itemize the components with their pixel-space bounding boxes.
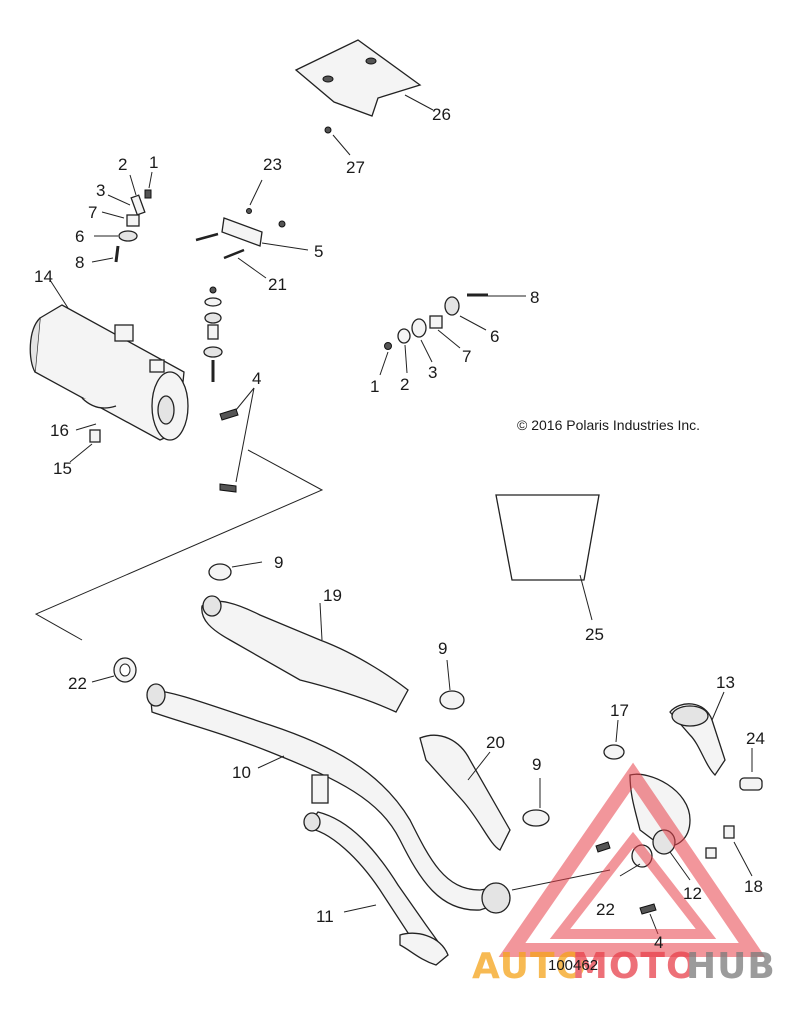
gasket-left xyxy=(113,657,137,683)
mount-hardware-upper-left xyxy=(114,189,152,263)
callout-13: 13 xyxy=(716,673,735,692)
watermark-hub: HUB xyxy=(686,946,776,987)
callout-5: 5 xyxy=(314,242,323,261)
mount-hardware-right xyxy=(384,293,488,350)
bracket xyxy=(195,208,286,260)
callout-9-upper: 9 xyxy=(274,553,283,572)
callout-14: 14 xyxy=(34,267,53,286)
spring-upper xyxy=(219,408,239,421)
callout-18: 18 xyxy=(744,877,763,896)
head-pipe xyxy=(146,683,511,914)
clamp-lower xyxy=(522,809,550,827)
callout-11: 11 xyxy=(316,907,334,926)
spring-lower-left xyxy=(595,841,611,853)
callout-2-upper: 2 xyxy=(118,155,127,174)
spring-middle xyxy=(219,483,237,493)
seal-ring-17 xyxy=(603,744,625,760)
callout-20: 20 xyxy=(486,733,505,752)
callout-4-lower: 4 xyxy=(654,933,663,952)
fastener-27 xyxy=(324,126,332,134)
clamp-middle xyxy=(439,690,465,710)
watermark-auto: AUTO xyxy=(472,946,587,987)
watermark-moto: MOTO xyxy=(572,946,698,987)
plug-24 xyxy=(739,777,763,791)
callout-12: 12 xyxy=(683,884,702,903)
callout-1-right: 1 xyxy=(370,377,379,396)
heat-shield-20 xyxy=(419,734,511,851)
copyright-notice: © 2016 Polaris Industries Inc. xyxy=(517,417,700,433)
callout-8-right: 8 xyxy=(530,288,539,307)
callout-24: 24 xyxy=(746,729,765,748)
label-sticker xyxy=(495,494,600,581)
isolator-stack xyxy=(203,286,223,382)
heat-shield-19 xyxy=(201,595,409,713)
clamp-upper xyxy=(208,563,232,581)
callout-15: 15 xyxy=(53,459,72,478)
callout-17: 17 xyxy=(610,701,629,720)
callout-7-upper: 7 xyxy=(88,203,97,222)
callout-4-upper: 4 xyxy=(252,369,261,388)
callout-1-upper: 1 xyxy=(149,153,158,172)
screw-15 xyxy=(89,429,101,443)
callout-16: 16 xyxy=(50,421,69,440)
callout-3-upper: 3 xyxy=(96,181,105,200)
callout-9-lower: 9 xyxy=(532,755,541,774)
callout-6-right: 6 xyxy=(490,327,499,346)
callout-23: 23 xyxy=(263,155,282,174)
callout-25: 25 xyxy=(585,625,604,644)
diagram-id: 100462 xyxy=(548,957,598,974)
callout-22-left: 22 xyxy=(68,674,87,693)
callout-10: 10 xyxy=(232,763,251,782)
spring-lower-right xyxy=(639,903,657,915)
callout-2-right: 2 xyxy=(400,375,409,394)
tailpipe xyxy=(303,811,449,966)
watermark-logo xyxy=(498,762,766,957)
callout-26: 26 xyxy=(432,105,451,124)
sensor-18 xyxy=(705,825,735,859)
callout-7-right: 7 xyxy=(462,347,471,366)
callout-6-upper: 6 xyxy=(75,227,84,246)
muffler xyxy=(29,304,189,441)
callout-22-right: 22 xyxy=(596,900,615,919)
callout-labels: 26 27 2 1 3 7 6 8 23 5 21 14 4 16 15 8 6… xyxy=(34,105,765,952)
callout-3-right: 3 xyxy=(428,363,437,382)
callout-19: 19 xyxy=(323,586,342,605)
callout-8-upper: 8 xyxy=(75,253,84,272)
callout-9-middle: 9 xyxy=(438,639,447,658)
watermark-text: AUTO MOTO HUB xyxy=(472,946,776,987)
elbow-13 xyxy=(669,703,726,777)
callout-27: 27 xyxy=(346,158,365,177)
callout-21: 21 xyxy=(268,275,287,294)
heat-shield-plate xyxy=(294,39,422,117)
